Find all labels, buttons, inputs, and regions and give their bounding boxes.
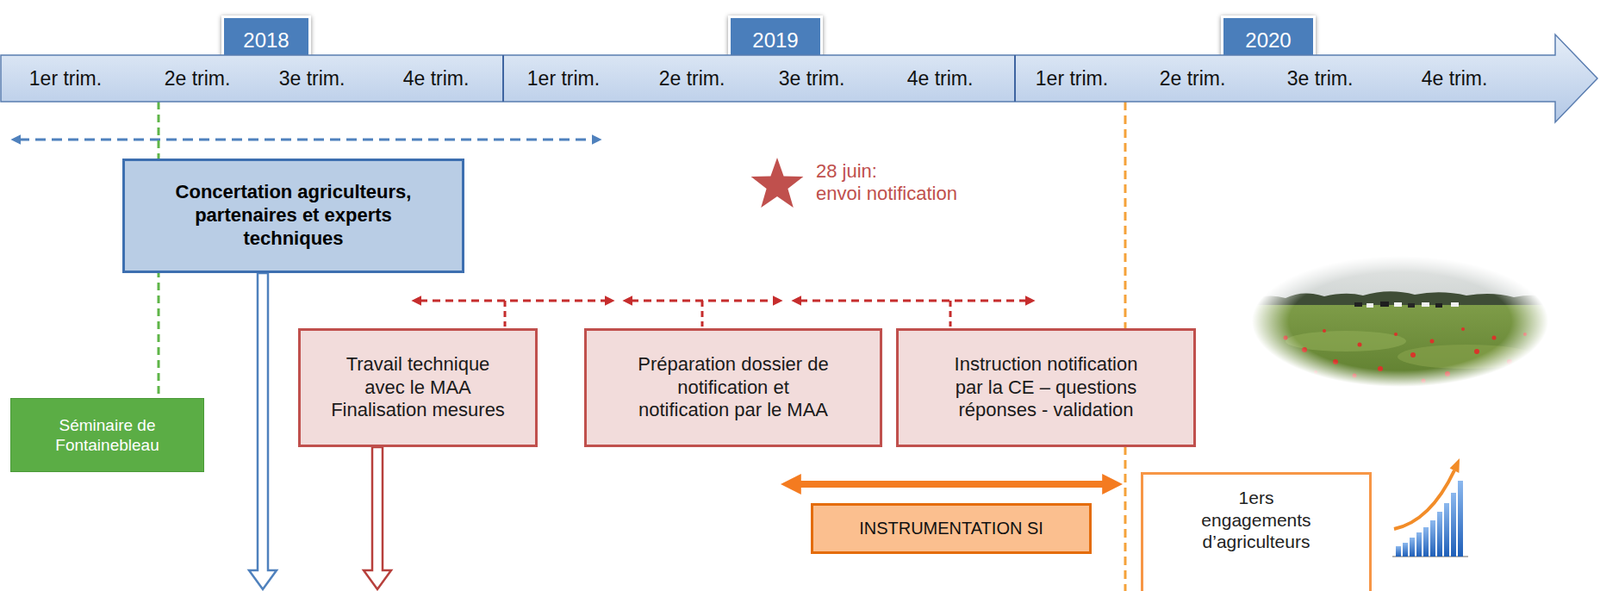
icon-bar: [1444, 503, 1450, 557]
icon-bar: [1395, 546, 1401, 557]
growth-icon: [1392, 458, 1469, 557]
photo-poppy: [1474, 348, 1480, 355]
span-arrow: [419, 299, 607, 303]
quarter-label: 4e trim.: [907, 55, 974, 102]
icon-bar: [1423, 527, 1429, 557]
year-separator: [502, 55, 505, 102]
box-text: Finalisation mesures: [330, 398, 505, 423]
photo-cow: [1366, 303, 1374, 308]
span-stub: [701, 300, 704, 327]
box-text: 1ers engagements d’agriculteurs: [1191, 486, 1321, 554]
icon-trend-head: [1450, 458, 1460, 474]
photo-poppy: [1523, 332, 1527, 337]
icon-bar: [1437, 511, 1443, 557]
photo-grass: [1397, 344, 1536, 369]
photo-cow: [1407, 303, 1415, 308]
photo-cow: [1394, 302, 1402, 307]
photo-cow: [1421, 302, 1430, 307]
quarter-label: 4e trim.: [1421, 55, 1488, 102]
process-box: INSTRUMENTATION SI: [810, 503, 1092, 555]
photo-poppy: [1444, 371, 1451, 377]
hollow-arrow: [363, 447, 392, 590]
process-box: Préparation dossier de notification et n…: [584, 328, 883, 448]
icon-trend: [1394, 470, 1455, 530]
photo-poppy: [1394, 332, 1398, 337]
quarter-label: 3e trim.: [1287, 55, 1354, 102]
photo-cow: [1435, 303, 1443, 308]
date-note: 28 juin:: [815, 160, 878, 182]
photo-poppy: [1492, 336, 1497, 341]
photo-poppy: [1283, 336, 1289, 341]
box-text: Préparation dossier de notification et n…: [633, 353, 834, 423]
event-box: Séminaire de Fontainebleau: [10, 398, 205, 473]
photo-poppy: [1506, 359, 1513, 365]
year-separator: [1014, 55, 1016, 102]
photo-poppy: [1410, 352, 1416, 358]
milestone-box: 1ers engagements d’agriculteurs: [1140, 472, 1372, 591]
span-stub: [949, 300, 953, 327]
icon-bar: [1457, 480, 1464, 557]
box-text: 2018: [242, 27, 289, 53]
photo-poppy: [1313, 370, 1318, 374]
box-text: INSTRUMENTATION SI: [859, 517, 1044, 539]
quarter-label: 4e trim.: [403, 55, 470, 102]
field-photo: [1251, 255, 1550, 388]
process-box: Concertation agriculteurs, partenaires e…: [122, 158, 465, 274]
photo-poppy: [1430, 339, 1435, 344]
box-text: 2019: [752, 27, 798, 53]
quarter-label: 1er trim.: [527, 55, 600, 102]
photo-poppy: [1332, 359, 1339, 365]
milestone-star: [751, 157, 804, 208]
quarter-label: 1er trim.: [29, 55, 102, 102]
photo-poppy: [1377, 366, 1383, 372]
photo-poppy: [1301, 347, 1308, 353]
photo-field: [1251, 305, 1550, 388]
photo-grass: [1285, 330, 1407, 352]
photo-cow: [1450, 302, 1459, 307]
icon-bar: [1430, 520, 1436, 557]
photo-poppy: [1322, 329, 1327, 333]
box-text: Instruction notification par la CE – que…: [942, 353, 1150, 423]
photo-cow: [1354, 302, 1363, 307]
box-text: Concertation agriculteurs, partenaires e…: [164, 180, 424, 250]
box-text: 2020: [1245, 27, 1291, 53]
photo-poppy: [1421, 379, 1426, 384]
quarter-label: 2e trim.: [164, 55, 231, 102]
timeline-arrow-shape: [0, 34, 1598, 123]
quarter-label: 2e trim.: [1159, 55, 1227, 102]
quarter-label: 3e trim.: [279, 55, 346, 102]
date-note: envoi notification: [815, 182, 958, 205]
span-arrow: [18, 138, 594, 142]
quarter-label: 1er trim.: [1035, 55, 1109, 102]
box-text: Travail technique avec le MAA: [326, 353, 510, 400]
process-box: Travail technique avec le MAAFinalisatio…: [298, 328, 538, 448]
photo-poppy: [1461, 327, 1465, 331]
icon-bar: [1402, 542, 1408, 557]
quarter-label: 3e trim.: [778, 55, 846, 102]
photo-poppy: [1352, 373, 1358, 379]
icon-bar: [1416, 532, 1422, 557]
icon-bar: [1450, 492, 1457, 557]
photo-cow: [1380, 301, 1389, 307]
span-arrow: [796, 480, 1107, 488]
hollow-arrow: [249, 273, 277, 590]
box-text: Séminaire de Fontainebleau: [25, 415, 190, 455]
icon-bar: [1409, 537, 1415, 557]
photo-poppy: [1357, 342, 1363, 348]
span-arrow: [799, 299, 1028, 303]
process-box: Instruction notification par la CE – que…: [896, 328, 1196, 448]
timeline-band: 1er trim. 2e trim. 3e trim. 4e trim. 1er tri…: [0, 55, 1600, 102]
span-stub: [504, 300, 507, 327]
quarter-label: 2e trim.: [659, 55, 726, 102]
